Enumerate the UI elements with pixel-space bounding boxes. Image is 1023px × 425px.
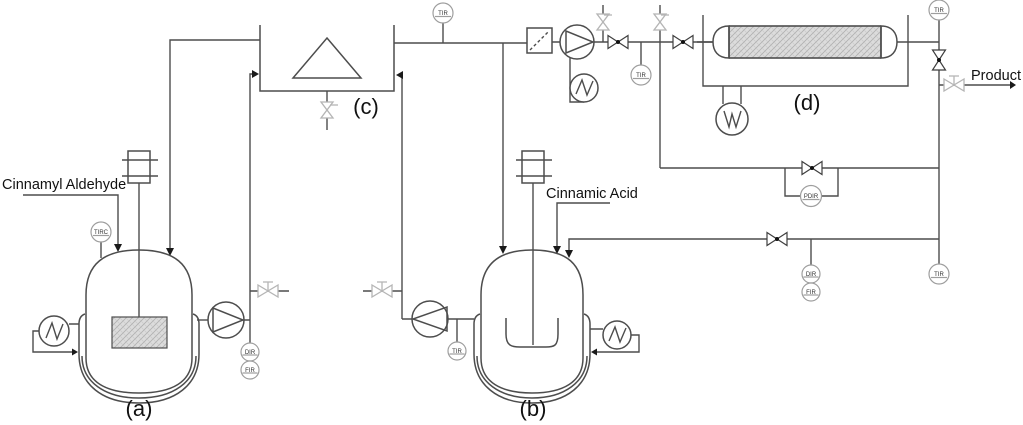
- tank-c-label: (c): [353, 94, 379, 119]
- feed-b-label: Cinnamic Acid: [546, 186, 638, 202]
- heat-exchanger-pump: [569, 73, 599, 103]
- reactor-d-hx-stubs: [722, 86, 742, 104]
- reactor-d-frame: [702, 15, 909, 87]
- pipe-reactor-b-circulation: [401, 74, 403, 319]
- instrument-tir-pump-b: TIR: [447, 341, 467, 361]
- reactor-a-jacket: [78, 313, 200, 404]
- arrow-feed-a: [114, 244, 122, 252]
- reactor-b-baffle: [505, 318, 559, 348]
- instrument-tir-feed-line: TIR: [630, 64, 652, 86]
- reactor-d-bed: [728, 25, 882, 59]
- instrument-tag: TIR: [438, 11, 448, 17]
- instrument-tag: DIR: [245, 350, 256, 356]
- reactor-b-vessel: [480, 249, 584, 394]
- arrow-feed-b: [553, 246, 561, 254]
- reactor-b-motor: [516, 150, 552, 184]
- reactor-d-shell-lines: [728, 25, 882, 59]
- vent-valve-header-2: [652, 13, 669, 31]
- control-valve-bypass: [801, 160, 823, 176]
- hand-valve-product: [943, 75, 965, 93]
- arrow-product: [1010, 81, 1016, 89]
- reactor-a-label: (a): [126, 396, 153, 421]
- instruments: TIRC DIR FIR TIR TIR TIR PDIR DIR: [90, 0, 950, 380]
- product-label: Product: [971, 68, 1021, 84]
- instrument-tag: PDIR: [804, 194, 819, 200]
- pump-main: [559, 24, 595, 60]
- reactor-a-internal-block: [111, 316, 168, 349]
- drain-valve-tank-c: [319, 101, 338, 119]
- reactor-d-label: (d): [794, 90, 821, 115]
- pipe-recycle: [568, 238, 939, 265]
- labels: Cinnamyl Aldehyde Cinnamic Acid Product …: [2, 68, 1021, 421]
- reactor-a-jacket-inner: [81, 355, 197, 399]
- instrument-tag: TIR: [452, 349, 462, 355]
- pipe-tankc-to-reactor-a: [169, 39, 260, 248]
- instrument-dir-recycle: DIR: [801, 264, 821, 284]
- instrument-tag: DIR: [806, 272, 817, 278]
- instrument-tir-recycle: TIR: [928, 263, 950, 285]
- reactor-d-left-cap: [712, 25, 730, 59]
- arrow-hx-b-jacket: [591, 348, 597, 356]
- reactor-d: [702, 15, 909, 136]
- tank-c: [259, 25, 395, 92]
- instrument-dir-loop-a: DIR: [240, 342, 260, 362]
- heat-exchanger-d: [715, 102, 749, 136]
- pipe-pump-b-ports: [402, 318, 474, 342]
- pipe-bypass: [660, 167, 939, 197]
- control-valve-header-1: [607, 34, 629, 50]
- reactor-a: [78, 150, 200, 404]
- instrument-tag: FIR: [806, 290, 816, 296]
- pump-b: [410, 300, 449, 338]
- pipe-hx-a-loop: [32, 323, 79, 353]
- arrow-into-tankc-right: [396, 71, 403, 79]
- instrument-tir-tank-outlet: TIR: [432, 2, 454, 24]
- reactor-d-right-cap: [880, 25, 898, 59]
- reactor-b-jacket-inner: [476, 355, 588, 399]
- arrow-tankc-to-a: [166, 248, 174, 256]
- pipe-tankc-outlet: [394, 23, 527, 246]
- tank-c-shell: [259, 25, 395, 92]
- instrument-tag: TIR: [934, 8, 944, 14]
- instrument-tag: TIR: [636, 73, 646, 79]
- arrow-recycle-to-b: [565, 250, 573, 258]
- instrument-tag: TIRC: [94, 230, 109, 236]
- instrument-tag: FIR: [245, 368, 255, 374]
- reactor-b: [473, 150, 591, 404]
- flow-arrows: [72, 70, 1016, 356]
- instrument-tag: TIR: [934, 272, 944, 278]
- control-valve-recycle: [766, 231, 788, 247]
- pump-a: [207, 301, 246, 339]
- arrow-hx-a-jacket: [72, 348, 78, 356]
- heat-exchanger-b: [602, 320, 632, 350]
- pipe-feed-b: [556, 202, 610, 246]
- control-valve-product-riser: [931, 49, 947, 71]
- instrument-tirc-reactor-a: TIRC: [90, 221, 112, 243]
- filter-unit: [526, 27, 553, 54]
- instrument-pdir-bypass: PDIR: [799, 184, 823, 208]
- pipe-feed-a: [23, 194, 119, 244]
- reactor-b-label: (b): [520, 396, 547, 421]
- arrow-tankc-to-b: [499, 246, 507, 254]
- hand-valve-loop-b: [371, 281, 393, 299]
- control-valves: [607, 34, 947, 247]
- hand-valve-loop-a: [257, 281, 279, 299]
- instrument-fir-loop-a: FIR: [240, 360, 260, 380]
- hand-valves: [257, 13, 965, 299]
- control-valve-header-2: [672, 34, 694, 50]
- arrow-into-tankc-left: [252, 70, 259, 78]
- instrument-tir-product-top: TIR: [928, 0, 950, 21]
- pipe-pump-hx-loop: [569, 56, 584, 103]
- pipe-hx-b-loop: [590, 328, 640, 353]
- vent-valve-header-1: [595, 13, 612, 31]
- instrument-fir-recycle: FIR: [801, 282, 821, 302]
- tank-c-cone: [291, 36, 363, 79]
- pipe-reactor-a-circulation: [244, 73, 252, 343]
- heat-exchanger-a: [38, 315, 70, 347]
- reactor-a-motor: [122, 150, 158, 184]
- reactor-b-jacket: [473, 313, 591, 404]
- feed-a-label: Cinnamyl Aldehyde: [2, 177, 126, 193]
